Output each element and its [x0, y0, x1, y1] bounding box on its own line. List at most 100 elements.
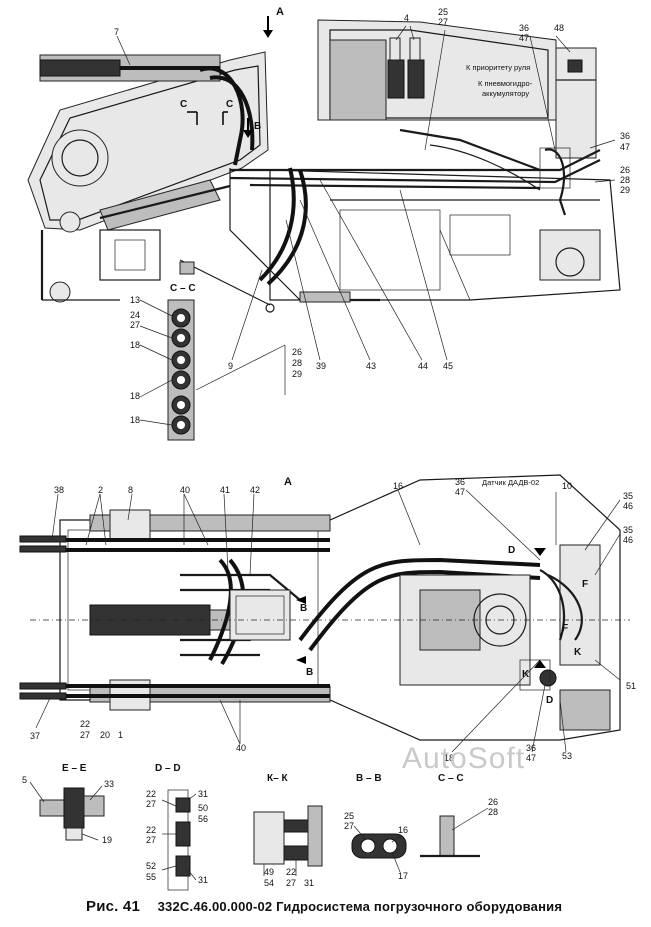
note-priority-steering: К приоритету руля: [466, 63, 531, 72]
callout-33: 33: [104, 779, 115, 789]
callout-27-cc: 27: [130, 320, 141, 330]
callout-47: 47: [519, 33, 530, 43]
callout-4: 4: [404, 13, 410, 23]
section-dd-title: D – D: [155, 763, 181, 774]
section-bb-title: В – В: [356, 773, 382, 784]
section-mark-c-left: C: [180, 99, 188, 110]
callout-37: 37: [30, 731, 41, 741]
callout-18-c: 18: [130, 415, 141, 425]
section-kk-title: К– К: [267, 773, 288, 784]
callout-36: 36: [519, 23, 530, 33]
callout-20: 20: [100, 730, 111, 740]
section-cc-title-bottom: С – С: [438, 773, 464, 784]
callout-47-bv: 47: [455, 487, 466, 497]
callout-48: 48: [554, 23, 565, 33]
section-mark-k-left: K: [522, 669, 530, 680]
callout-27-bv: 27: [80, 730, 91, 740]
callout-47-right: 47: [620, 142, 631, 152]
section-mark-b-top: B: [300, 603, 308, 614]
section-mark-f-bottom: F: [562, 623, 569, 634]
callout-29-b: 29: [292, 369, 303, 379]
callout-25-bb: 25: [344, 811, 355, 821]
section-mark-k-right: K: [574, 647, 582, 658]
section-mark-f-top: F: [582, 579, 589, 590]
callout-49: 49: [264, 867, 275, 877]
callout-42: 42: [250, 485, 261, 495]
section-mark-d-top: D: [508, 545, 516, 556]
section-kk: [253, 805, 323, 876]
figure-number: Рис. 41: [86, 898, 140, 915]
callout-22-bv: 22: [80, 719, 91, 729]
callout-18-b: 18: [130, 391, 141, 401]
callout-28: 28: [620, 175, 631, 185]
callout-52: 52: [146, 861, 157, 871]
figure-caption: Рис. 41 332С.46.00.000-02 Гидросистема п…: [86, 898, 562, 915]
callout-46-a: 46: [623, 501, 634, 511]
note-accumulator-1: К пневмогидро-: [478, 79, 533, 88]
callout-31-kk: 31: [304, 878, 315, 888]
sensor-note: Датчик ДАДВ-02: [482, 478, 540, 487]
callout-44: 44: [418, 361, 429, 371]
callout-24: 24: [130, 310, 141, 320]
callout-16: 16: [393, 481, 404, 491]
callout-16-bb: 16: [398, 825, 409, 835]
callout-13: 13: [130, 295, 141, 305]
callout-19: 19: [102, 835, 113, 845]
callout-40-bottom: 40: [236, 743, 247, 753]
callout-43: 43: [366, 361, 377, 371]
callout-5: 5: [22, 775, 28, 785]
callout-22-dd-a: 22: [146, 789, 157, 799]
callout-56: 56: [198, 814, 209, 824]
callout-27-kk: 27: [286, 878, 297, 888]
callout-45: 45: [443, 361, 454, 371]
callout-28-cc: 28: [488, 807, 499, 817]
callout-22-kk: 22: [286, 867, 297, 877]
callout-27-dd-a: 27: [146, 799, 157, 809]
callout-29: 29: [620, 185, 631, 195]
callout-26-b: 26: [292, 347, 303, 357]
section-mark-b: B: [254, 121, 262, 132]
section-ee-title: Е – Е: [62, 763, 87, 774]
callout-35-b: 35: [623, 525, 634, 535]
callout-1: 1: [118, 730, 124, 740]
section-dd: [161, 789, 197, 891]
callout-31-dd-a: 31: [198, 789, 209, 799]
callout-40-top: 40: [180, 485, 191, 495]
callout-47-bv-b: 47: [526, 753, 537, 763]
callout-46-b: 46: [623, 535, 634, 545]
section-ee: [29, 781, 105, 841]
callout-28-b: 28: [292, 358, 303, 368]
callout-27-dd-b: 27: [146, 835, 157, 845]
section-cc-title-top: С – С: [170, 283, 196, 294]
callout-26: 26: [620, 165, 631, 175]
section-mark-d-bottom: D: [546, 695, 554, 706]
callout-18-bv: 18: [444, 753, 455, 763]
watermark: AutoSoft: [402, 742, 526, 775]
callout-38: 38: [54, 485, 65, 495]
callout-35-a: 35: [623, 491, 634, 501]
section-mark-b-bottom: B: [306, 667, 314, 678]
callout-7: 7: [114, 27, 120, 37]
callout-51: 51: [626, 681, 637, 691]
callout-27: 27: [438, 17, 449, 27]
callout-50: 50: [198, 803, 209, 813]
section-cc-bottom: [420, 807, 489, 858]
bottom-view-drawing: [19, 474, 630, 753]
view-title-a: А: [284, 476, 292, 488]
callout-41: 41: [220, 485, 231, 495]
section-bb: [351, 825, 407, 873]
callout-53: 53: [562, 751, 573, 761]
figure-title: 332С.46.00.000-02 Гидросистема погрузочн…: [157, 899, 563, 914]
callout-8: 8: [128, 485, 134, 495]
callout-39: 39: [316, 361, 327, 371]
callout-18-a: 18: [130, 340, 141, 350]
callout-36-bv: 36: [455, 477, 466, 487]
callout-36-bv-b: 36: [526, 743, 537, 753]
callout-26-cc: 26: [488, 797, 499, 807]
top-view-drawing: [27, 16, 621, 441]
view-arrow-label-a: A: [276, 6, 284, 18]
section-mark-c-right: C: [226, 99, 234, 110]
callout-10: 10: [562, 481, 573, 491]
